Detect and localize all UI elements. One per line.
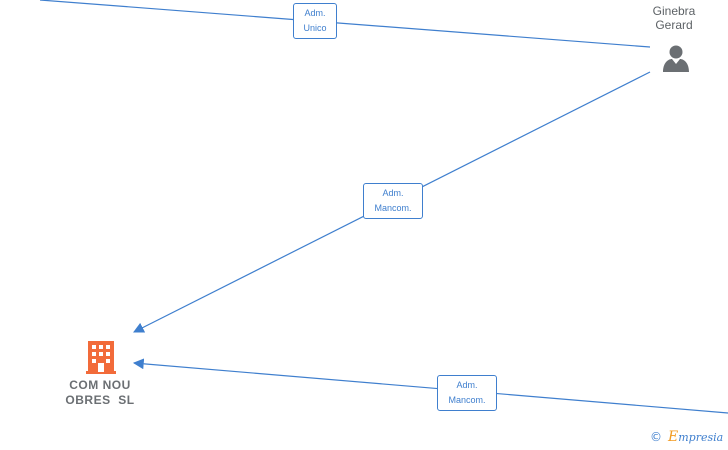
edge-label-line1: Adm. — [382, 188, 404, 198]
person-name-line2: Gerard — [655, 18, 693, 32]
edge-label-adm-unico[interactable]: Adm. Unico — [293, 3, 337, 39]
edge-label-line2: Mancom. — [374, 203, 412, 213]
copyright-symbol: © — [650, 430, 662, 444]
person-node-name[interactable]: Ginebra Gerard — [644, 4, 704, 32]
person-icon[interactable] — [661, 43, 691, 73]
company-name-line1: COM NOU — [69, 378, 131, 392]
empresia-watermark: © Empresia — [650, 429, 723, 445]
brand-text: mpresia — [678, 431, 724, 444]
edge-label-line2: Mancom. — [448, 395, 486, 405]
person-name-line1: Ginebra — [652, 4, 696, 18]
building-icon[interactable] — [86, 340, 116, 374]
edge-label-line1: Adm. — [456, 380, 478, 390]
edge-label-adm-mancom-2[interactable]: Adm. Mancom. — [437, 375, 497, 411]
company-node-name[interactable]: COM NOU OBRES SL — [55, 378, 145, 408]
edge-label-line1: Adm. — [304, 8, 326, 18]
edge-line-mancom-offscreen — [132, 358, 728, 414]
edge-line-unico — [39, 0, 651, 48]
edge-label-adm-mancom-1[interactable]: Adm. Mancom. — [363, 183, 423, 219]
brand-e-logo: E — [668, 429, 679, 445]
edge-label-line2: Unico — [303, 23, 327, 33]
company-name-line2: OBRES SL — [65, 393, 135, 407]
